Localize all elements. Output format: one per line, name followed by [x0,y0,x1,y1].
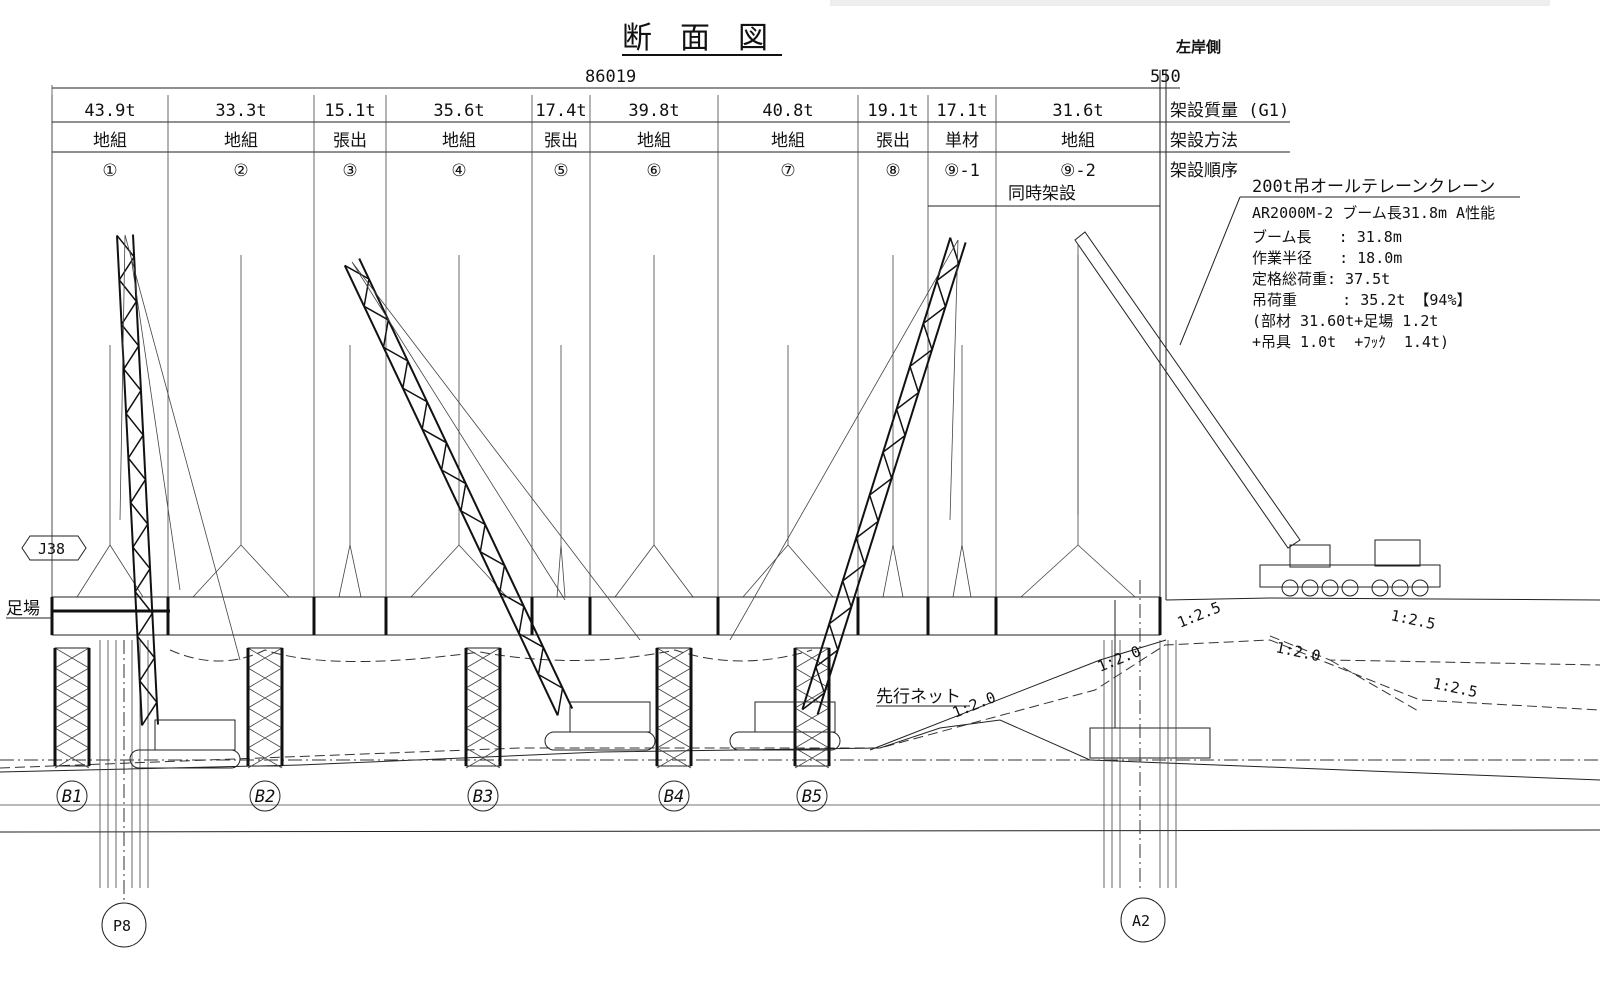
pier-B1: B1 [53,647,91,812]
segment-mass: 19.1t [867,101,918,121]
segment-mass: 40.8t [762,101,813,121]
pier-B4: B4 [655,647,693,812]
row-label-mass: 架設質量 (G1) [1170,101,1289,121]
segment-method: 地組 [1061,131,1095,151]
crane-spec-line: 作業半径 : 18.0m [1252,249,1402,267]
segment-order: ⑥ [646,161,661,181]
abutment-marker-p8 [101,902,147,948]
segment-order: ④ [451,161,466,181]
crane-spec-line: 定格総荷重: 37.5t [1252,270,1390,288]
abutment-marker-a2 [1120,897,1166,943]
segment-order: ⑧ [885,161,900,181]
row-label-order: 架設順序 [1170,161,1238,181]
slope-label: 1:2.5 [1389,606,1437,633]
segment-mass: 35.6t [433,101,484,121]
segment-order: ⑤ [553,161,568,181]
segment-order: ⑨-1 [944,161,980,181]
total-dimension: 86019 [585,67,636,87]
segment-mass: 17.1t [936,101,987,121]
crane-spec-note: 200t吊オールテレーンクレーン AR2000M-2 ブーム長31.8m A性能… [1179,177,1520,351]
segment-method: 地組 [442,131,476,151]
segment-method: 地組 [771,131,805,151]
pier-B2: B2 [246,647,284,812]
segment-order: ⑦ [780,161,795,181]
side-label: 左岸側 [1175,38,1221,56]
segment-method: 張出 [333,131,367,151]
segment-mass: 15.1t [324,101,375,121]
crane-spec-line: (部材 31.60t+足場 1.2t [1252,312,1438,330]
slope-label: 1:2.0 [1274,638,1322,665]
crane-heading: 200t吊オールテレーンクレーン [1252,177,1495,197]
segment-order: ⑨-2 [1060,161,1096,181]
crawler-crane-2 [343,258,656,751]
segment-mass: 43.9t [84,101,135,121]
segment-mass: 33.3t [215,101,266,121]
pier-label: B1 [62,787,82,807]
drawing-title: 断面図 [622,21,796,56]
pier-B3: B3 [464,647,502,812]
crane-model: AR2000M-2 ブーム長31.8m A性能 [1252,204,1495,222]
pier-B5: B5 [793,647,831,812]
crawler-crane-1 [116,234,241,769]
segment-table: 43.9t 地組 ① 33.3t 地組 ② 15.1t 張出 ③ 35.6t 地組 ④ 17.4t 張出 ⑤… [51,95,1136,600]
bridge-girder [50,596,1162,636]
segment-order: ② [233,161,248,181]
segment-mass: 39.8t [628,101,679,121]
crawler-crane-3 [729,237,967,751]
pier-label: B3 [473,787,493,807]
segment-mass: 17.4t [535,101,586,121]
segment-method: 地組 [93,131,127,151]
slope-label: 1:2.0 [1095,642,1144,676]
crane-spec-line: ブーム長 : 31.8m [1252,228,1402,246]
all-terrain-crane [1074,231,1441,597]
segment-order: ③ [342,161,357,181]
segment-method: 地組 [224,131,258,151]
segment-method: 単材 [945,131,979,151]
segment-method: 張出 [876,131,910,151]
segment-order: ① [102,161,117,181]
pier-label: B5 [802,787,822,807]
safety-net-label: 先行ネット [876,687,961,707]
slope-label: 1:2.5 [1431,674,1479,701]
abutment-label-p8: P8 [113,917,131,935]
slope-label: 1:2.5 [1175,598,1224,632]
offset-dimension: 550 [1150,67,1181,87]
abutment-label-a2: A2 [1132,912,1150,930]
crane-spec-line: +吊具 1.0t +ﾌｯｸ 1.4t) [1252,333,1449,351]
ground-lines [0,580,1600,890]
simultaneous-label: 同時架設 [1008,184,1076,204]
row-label-method: 架設方法 [1170,131,1238,151]
segment-method: 張出 [544,131,578,151]
scaffold-label: 足場 [6,599,40,619]
crane-spec-line: 吊荷重 : 35.2t 【94%】 [1252,291,1472,309]
segment-method: 地組 [637,131,671,151]
segment-mass: 31.6t [1052,101,1103,121]
pier-label: B2 [255,787,275,807]
joint-tag [21,535,87,561]
pier-label: B4 [664,787,684,807]
joint-label: J38 [38,540,65,558]
